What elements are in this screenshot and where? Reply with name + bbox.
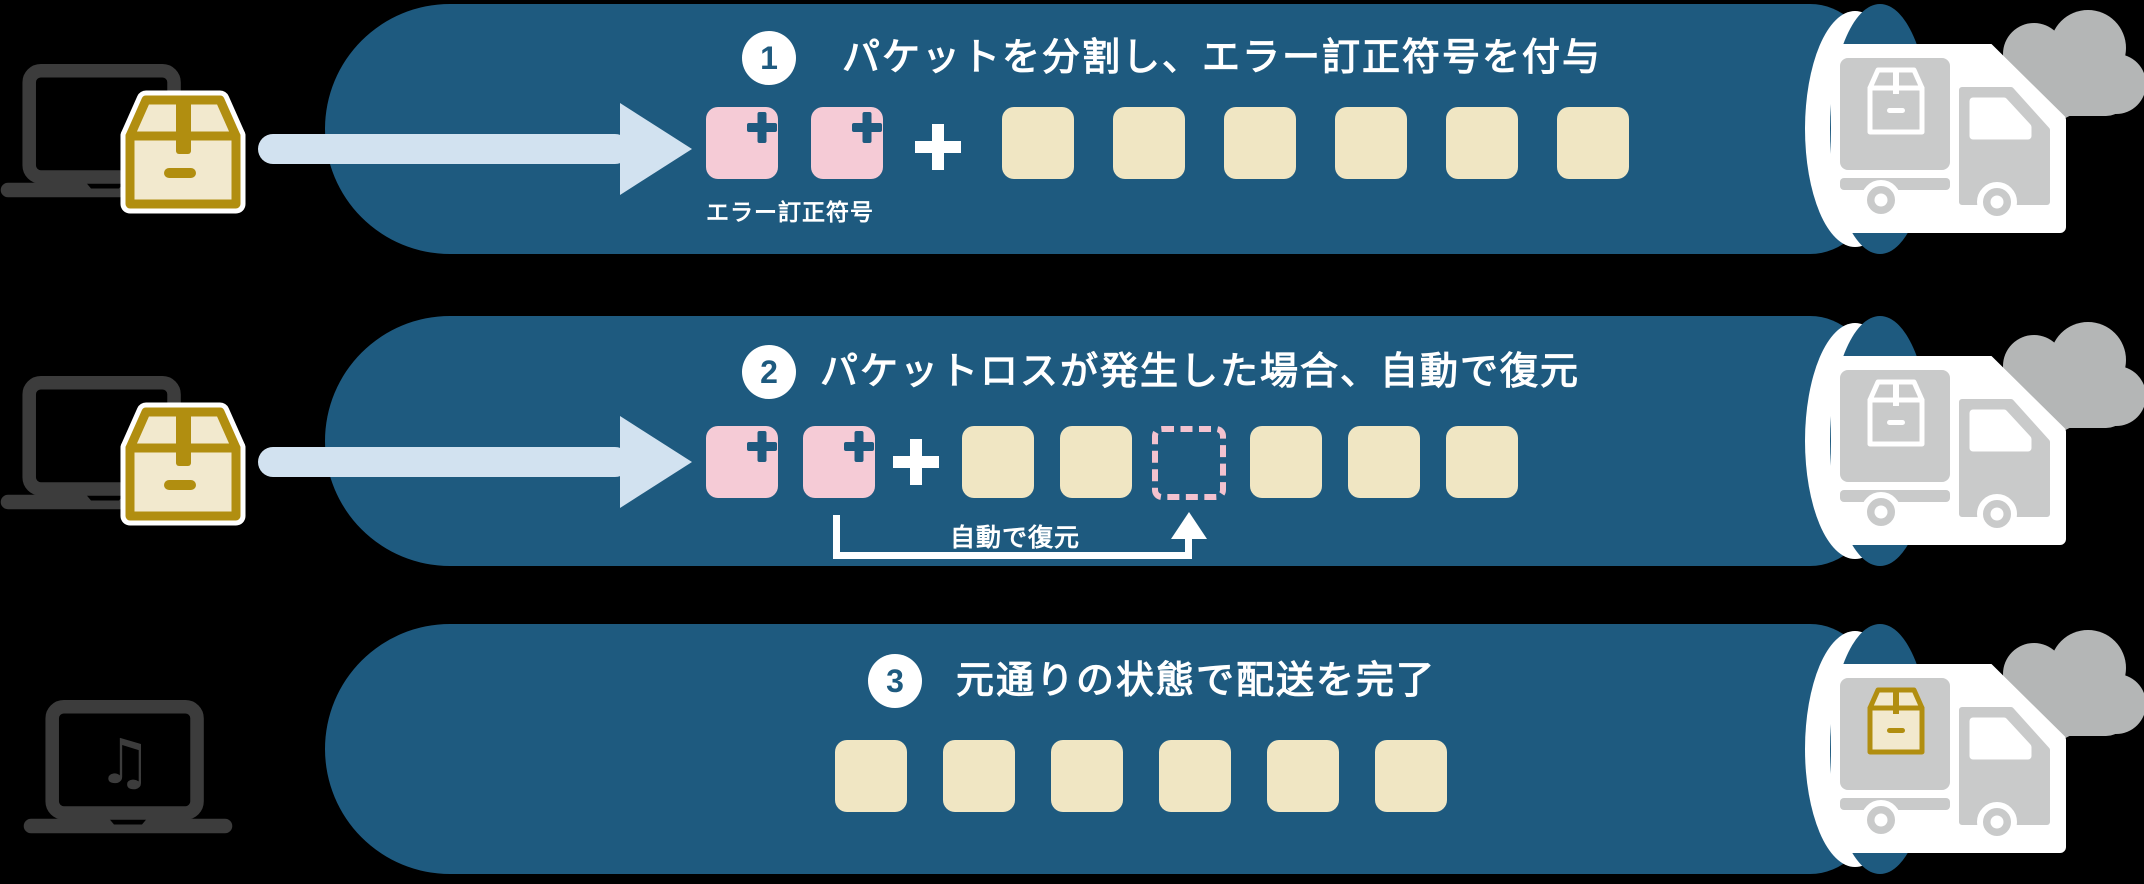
packet-square-lost bbox=[1152, 426, 1226, 500]
packet-square-data bbox=[1348, 426, 1420, 498]
plus-icon bbox=[893, 439, 939, 485]
error-correction-label: エラー訂正符号 bbox=[706, 199, 874, 225]
step-row-1: 1 パケットを分割し、エラー訂正符号を付与 エラー訂正符号 bbox=[0, 4, 2144, 324]
packet-square-error-correction bbox=[811, 107, 883, 179]
packet-square-data bbox=[1446, 107, 1518, 179]
step-title: パケットを分割し、エラー訂正符号を付与 bbox=[842, 37, 1603, 79]
cloud-icon bbox=[1988, 626, 2144, 746]
cloud-icon bbox=[1988, 6, 2144, 126]
packet-square-data bbox=[1335, 107, 1407, 179]
step-number: 1 bbox=[760, 39, 778, 76]
packet-square-data bbox=[1375, 740, 1447, 812]
step-row-3: ♫ 3 元通りの状態で配送を完了 bbox=[0, 624, 2144, 884]
packet-square-data bbox=[1159, 740, 1231, 812]
restore-arrow-head bbox=[1171, 512, 1207, 539]
packet-square-data bbox=[962, 426, 1034, 498]
step-number-badge: 1 bbox=[742, 31, 796, 85]
step-row-2: 2 パケットロスが発生した場合、自動で復元 自動で復元 bbox=[0, 316, 2144, 636]
packet-square-error-correction bbox=[803, 426, 875, 498]
packet-square-error-correction bbox=[706, 426, 778, 498]
step-number-badge: 2 bbox=[742, 345, 796, 399]
step-title: パケットロスが発生した場合、自動で復元 bbox=[820, 351, 1581, 393]
packet-square-error-correction bbox=[706, 107, 778, 179]
restore-bracket-line bbox=[833, 552, 1192, 559]
packet-square-data bbox=[1060, 426, 1132, 498]
step-number-badge: 3 bbox=[868, 654, 922, 708]
step-title: 元通りの状態で配送を完了 bbox=[956, 660, 1437, 702]
packet-square-data bbox=[1051, 740, 1123, 812]
packet-square-data bbox=[1557, 107, 1629, 179]
packet-square-data bbox=[943, 740, 1015, 812]
plus-icon bbox=[744, 428, 780, 466]
step-number: 2 bbox=[760, 353, 778, 390]
restore-bracket-line bbox=[833, 515, 840, 559]
delivery-truck-icon bbox=[1830, 354, 2070, 556]
delivery-truck-icon bbox=[1830, 662, 2070, 864]
packet-square-data bbox=[1267, 740, 1339, 812]
plus-icon bbox=[849, 109, 885, 147]
step-number: 3 bbox=[886, 662, 904, 699]
restore-arrow-stem bbox=[1185, 537, 1192, 555]
cloud-icon bbox=[1988, 318, 2144, 438]
plus-icon bbox=[744, 109, 780, 147]
package-icon bbox=[116, 402, 250, 532]
flow-arrow bbox=[258, 103, 692, 195]
package-icon bbox=[116, 90, 250, 220]
packet-square-data bbox=[1113, 107, 1185, 179]
laptop-music-icon: ♫ bbox=[22, 700, 234, 840]
packet-square-data bbox=[1446, 426, 1518, 498]
packet-square-data bbox=[835, 740, 907, 812]
auto-restore-label: 自動で復元 bbox=[949, 524, 1080, 552]
packet-square-data bbox=[1224, 107, 1296, 179]
plus-icon bbox=[841, 428, 877, 466]
packet-square-data bbox=[1250, 426, 1322, 498]
flow-arrow bbox=[258, 416, 692, 508]
delivery-truck-icon bbox=[1830, 42, 2070, 244]
svg-text:♫: ♫ bbox=[97, 726, 152, 798]
plus-icon bbox=[915, 124, 961, 170]
packet-square-data bbox=[1002, 107, 1074, 179]
